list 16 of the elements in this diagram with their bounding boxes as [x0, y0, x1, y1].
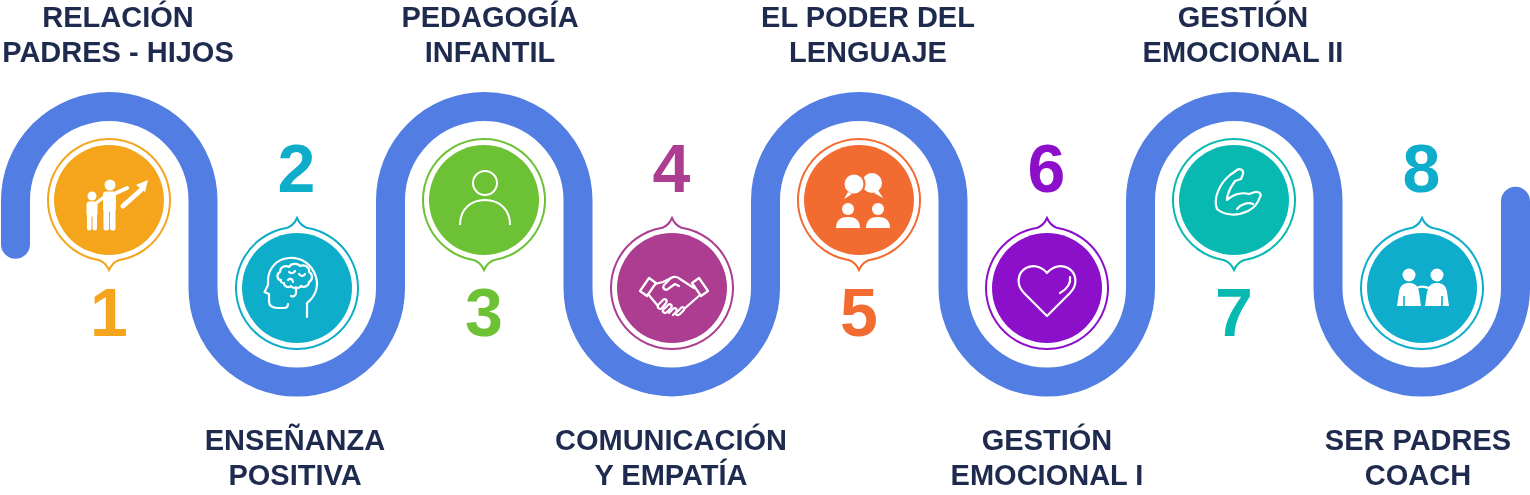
step-number: 8: [1402, 142, 1441, 194]
step-number: 6: [1027, 142, 1066, 194]
step-title: EL PODER DEL LENGUAJE: [760, 0, 976, 70]
step-number: 5: [840, 286, 878, 338]
step-title: GESTIÓN EMOCIONAL I: [949, 423, 1145, 493]
step-number: 7: [1215, 286, 1253, 338]
step-number: 3: [465, 286, 503, 338]
step-number: 4: [652, 142, 691, 194]
step-title: GESTIÓN EMOCIONAL II: [1141, 0, 1345, 70]
step-title: PEDAGOGÍA INFANTIL: [400, 0, 580, 70]
step-title: COMUNICACIÓN Y EMPATÍA: [554, 423, 788, 493]
step-number: 1: [90, 286, 128, 338]
step-number: 2: [277, 142, 316, 194]
step-title: SER PADRES COACH: [1323, 423, 1513, 493]
step-title: ENSEÑANZA POSITIVA: [203, 423, 387, 493]
step-title: RELACIÓN PADRES - HIJOS: [1, 0, 235, 70]
